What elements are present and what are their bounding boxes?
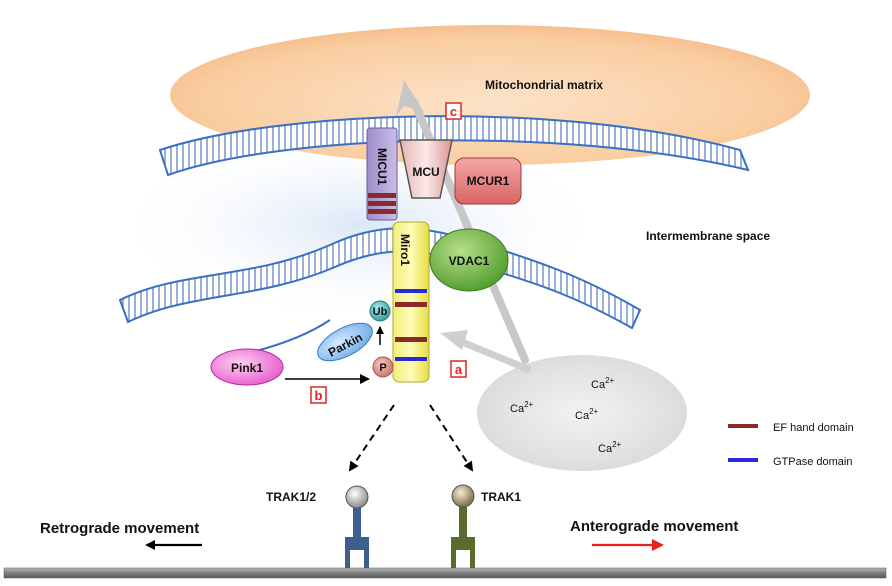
vdac1-label: VDAC1 — [449, 254, 490, 268]
gtpase-band — [395, 289, 427, 293]
parkin-protein: Parkin — [317, 322, 373, 362]
ef-hand-band — [395, 302, 427, 307]
ef-hand-band — [395, 337, 427, 342]
legend: EF hand domain GTPase domain — [728, 422, 854, 468]
mcu-label: MCU — [412, 165, 439, 179]
gtpase-band — [395, 357, 427, 361]
matrix-label: Mitochondrial matrix — [485, 78, 603, 92]
pink1-protein: Pink1 — [210, 348, 284, 386]
anterograde-label: Anterograde movement — [570, 518, 738, 535]
calcium-cloud — [477, 355, 687, 471]
dashed-arrow-trak1 — [429, 404, 474, 472]
intermembrane-label: Intermembrane space — [646, 229, 770, 243]
ubiquitin: Ub — [369, 300, 391, 322]
trak1-motor: TRAK1 — [451, 484, 521, 570]
box-a: a — [450, 360, 467, 378]
box-b: b — [310, 386, 327, 404]
box-c: c — [445, 102, 462, 120]
legend-ef-swatch — [728, 424, 758, 428]
box-c-label: c — [450, 104, 457, 119]
mcu-protein: MCU — [399, 139, 453, 199]
calcium-ion: Ca2+ — [598, 440, 622, 455]
mcur1-label: MCUR1 — [467, 174, 510, 188]
miro1-protein: Miro1 — [392, 221, 430, 383]
calcium-ion: Ca2+ — [575, 407, 599, 422]
pink1-label: Pink1 — [231, 361, 263, 375]
vdac1-protein: VDAC1 — [429, 228, 509, 292]
miro1-label: Miro1 — [398, 234, 412, 266]
micu1-protein: MICU1 — [366, 127, 398, 221]
box-a-label: a — [455, 362, 463, 377]
mcur1-protein: MCUR1 — [454, 157, 522, 205]
legend-gtpase-label: GTPase domain — [773, 456, 852, 468]
micu1-label: MICU1 — [375, 148, 389, 186]
box-b-label: b — [315, 388, 323, 403]
retrograde-label: Retrograde movement — [40, 520, 199, 537]
trak12-motor: TRAK1/2 — [266, 485, 369, 570]
trak1-label: TRAK1 — [481, 490, 521, 504]
calcium-ion: Ca2+ — [591, 376, 615, 391]
p-label: P — [379, 362, 386, 374]
microtubule-track — [3, 567, 887, 579]
inner-membrane — [158, 115, 750, 177]
legend-ef-label: EF hand domain — [773, 422, 854, 434]
dashed-arrow-trak12 — [348, 404, 395, 472]
anterograde-arrowhead — [652, 539, 664, 551]
phosphate: P — [372, 356, 394, 378]
ub-label: Ub — [373, 306, 388, 318]
legend-gtpase-swatch — [728, 458, 758, 462]
calcium-ion: Ca2+ — [510, 400, 534, 415]
calcium-ions: Ca2+ Ca2+ Ca2+ Ca2+ — [510, 376, 622, 455]
trak12-label: TRAK1/2 — [266, 490, 316, 504]
